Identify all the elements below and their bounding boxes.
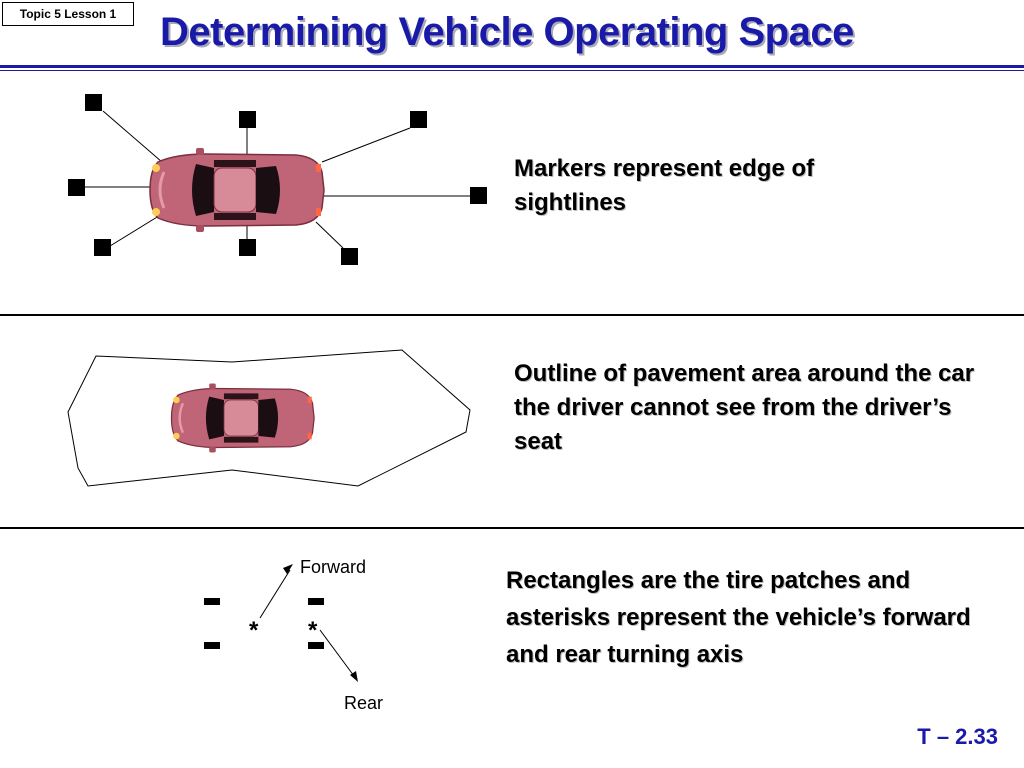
sightline-marker	[85, 94, 102, 111]
sightline-marker	[341, 248, 358, 265]
blind-area-diagram	[67, 349, 471, 487]
sightline	[102, 110, 163, 163]
topic-label: Topic 5 Lesson 1	[2, 2, 134, 26]
caption-tire-patches: Rectangles are the tire patches and aste…	[506, 567, 971, 668]
tire-patch	[308, 642, 324, 649]
caption-sightline-markers: Markers represent edge of sightlines	[514, 155, 815, 216]
sightline-diagram	[68, 94, 487, 265]
tire-patch	[308, 598, 324, 605]
sightline	[321, 127, 411, 163]
forward-arrow-head	[283, 564, 293, 574]
sightline-marker	[239, 239, 256, 256]
car-top-view	[170, 382, 316, 454]
tire-patch	[204, 598, 220, 605]
forward-arrow-line	[259, 569, 291, 619]
rear-axis-asterisk: *	[308, 617, 318, 644]
car-top-view	[148, 146, 326, 234]
rear-arrow-head	[350, 671, 358, 682]
forward-label: Forward	[300, 557, 366, 577]
section-divider-2	[0, 527, 1024, 529]
tire-patch	[204, 642, 220, 649]
slide-number: T – 2.33	[917, 724, 998, 749]
rear-arrow-line	[319, 629, 355, 677]
sightline-marker	[470, 187, 487, 204]
sightline	[109, 213, 163, 247]
sightline-marker	[68, 179, 85, 196]
section-divider-1	[0, 314, 1024, 316]
title-rule-thick	[0, 65, 1024, 68]
caption-blind-area: Outline of pavement area around the car …	[514, 360, 975, 455]
sightline-marker	[239, 111, 256, 128]
slide-title: Determining Vehicle Operating Space	[160, 10, 854, 54]
blind-area-outline	[67, 349, 471, 487]
sightline	[315, 221, 344, 249]
sightline-marker	[94, 239, 111, 256]
forward-axis-asterisk: *	[249, 617, 259, 644]
sightline-marker	[410, 111, 427, 128]
title-rule-thin	[0, 70, 1024, 71]
turning-axis-diagram: * * Forward Rear	[204, 557, 383, 713]
rear-label: Rear	[344, 693, 383, 713]
